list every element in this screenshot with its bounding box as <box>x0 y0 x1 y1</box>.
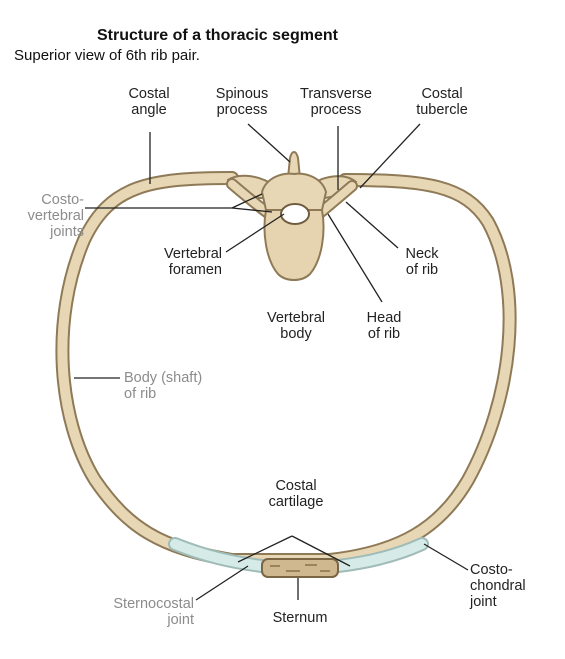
spinous-process-leader <box>248 124 290 162</box>
label-line: of rib <box>124 386 234 402</box>
label-line: process <box>204 102 280 118</box>
label-spinous-process: Spinous process <box>204 86 280 118</box>
label-vertebral-body: Vertebral body <box>254 310 338 342</box>
label-line: foramen <box>132 262 222 278</box>
label-line: vertebral <box>8 208 84 224</box>
label-line: of rib <box>356 326 412 342</box>
label-costochondral-joint: Costo- chondral joint <box>470 562 550 610</box>
label-transverse-process: Transverse process <box>288 86 384 118</box>
label-line: Costo- <box>470 562 550 578</box>
label-line: tubercle <box>402 102 482 118</box>
label-line: process <box>288 102 384 118</box>
label-line: Costo- <box>8 192 84 208</box>
label-line: Sternum <box>262 610 338 626</box>
label-line: Transverse <box>288 86 384 102</box>
label-costovertebral-joints: Costo- vertebral joints <box>8 192 84 240</box>
vertebral-foramen-shape <box>281 204 309 224</box>
label-sternum: Sternum <box>262 610 338 626</box>
label-line: Costal <box>256 478 336 494</box>
label-costal-tubercle: Costal tubercle <box>402 86 482 118</box>
label-line: joint <box>470 594 550 610</box>
diagram-subtitle: Superior view of 6th rib pair. <box>14 47 200 64</box>
neck-of-rib-leader <box>346 202 398 248</box>
label-line: of rib <box>392 262 452 278</box>
label-line: Spinous <box>204 86 280 102</box>
diagram-title: Structure of a thoracic segment <box>97 27 338 45</box>
label-line: cartilage <box>256 494 336 510</box>
label-sternocostal-joint: Sternocostal joint <box>70 596 194 628</box>
label-line: angle <box>114 102 184 118</box>
label-line: chondral <box>470 578 550 594</box>
label-line: Head <box>356 310 412 326</box>
label-line: Costal <box>402 86 482 102</box>
label-body-of-rib: Body (shaft) of rib <box>124 370 234 402</box>
label-line: Vertebral <box>254 310 338 326</box>
label-vertebral-foramen: Vertebral foramen <box>132 246 222 278</box>
label-line: Neck <box>392 246 452 262</box>
label-head-of-rib: Head of rib <box>356 310 412 342</box>
label-costal-angle: Costal angle <box>114 86 184 118</box>
label-line: Costal <box>114 86 184 102</box>
costochondral-leader <box>424 544 468 570</box>
label-costal-cartilage: Costal cartilage <box>256 478 336 510</box>
label-line: joint <box>70 612 194 628</box>
label-line: Vertebral <box>132 246 222 262</box>
label-neck-of-rib: Neck of rib <box>392 246 452 278</box>
label-line: Body (shaft) <box>124 370 234 386</box>
sternum-shape <box>262 559 338 577</box>
label-line: Sternocostal <box>70 596 194 612</box>
label-line: body <box>254 326 338 342</box>
label-line: joints <box>8 224 84 240</box>
sternocostal-leader <box>196 566 248 600</box>
